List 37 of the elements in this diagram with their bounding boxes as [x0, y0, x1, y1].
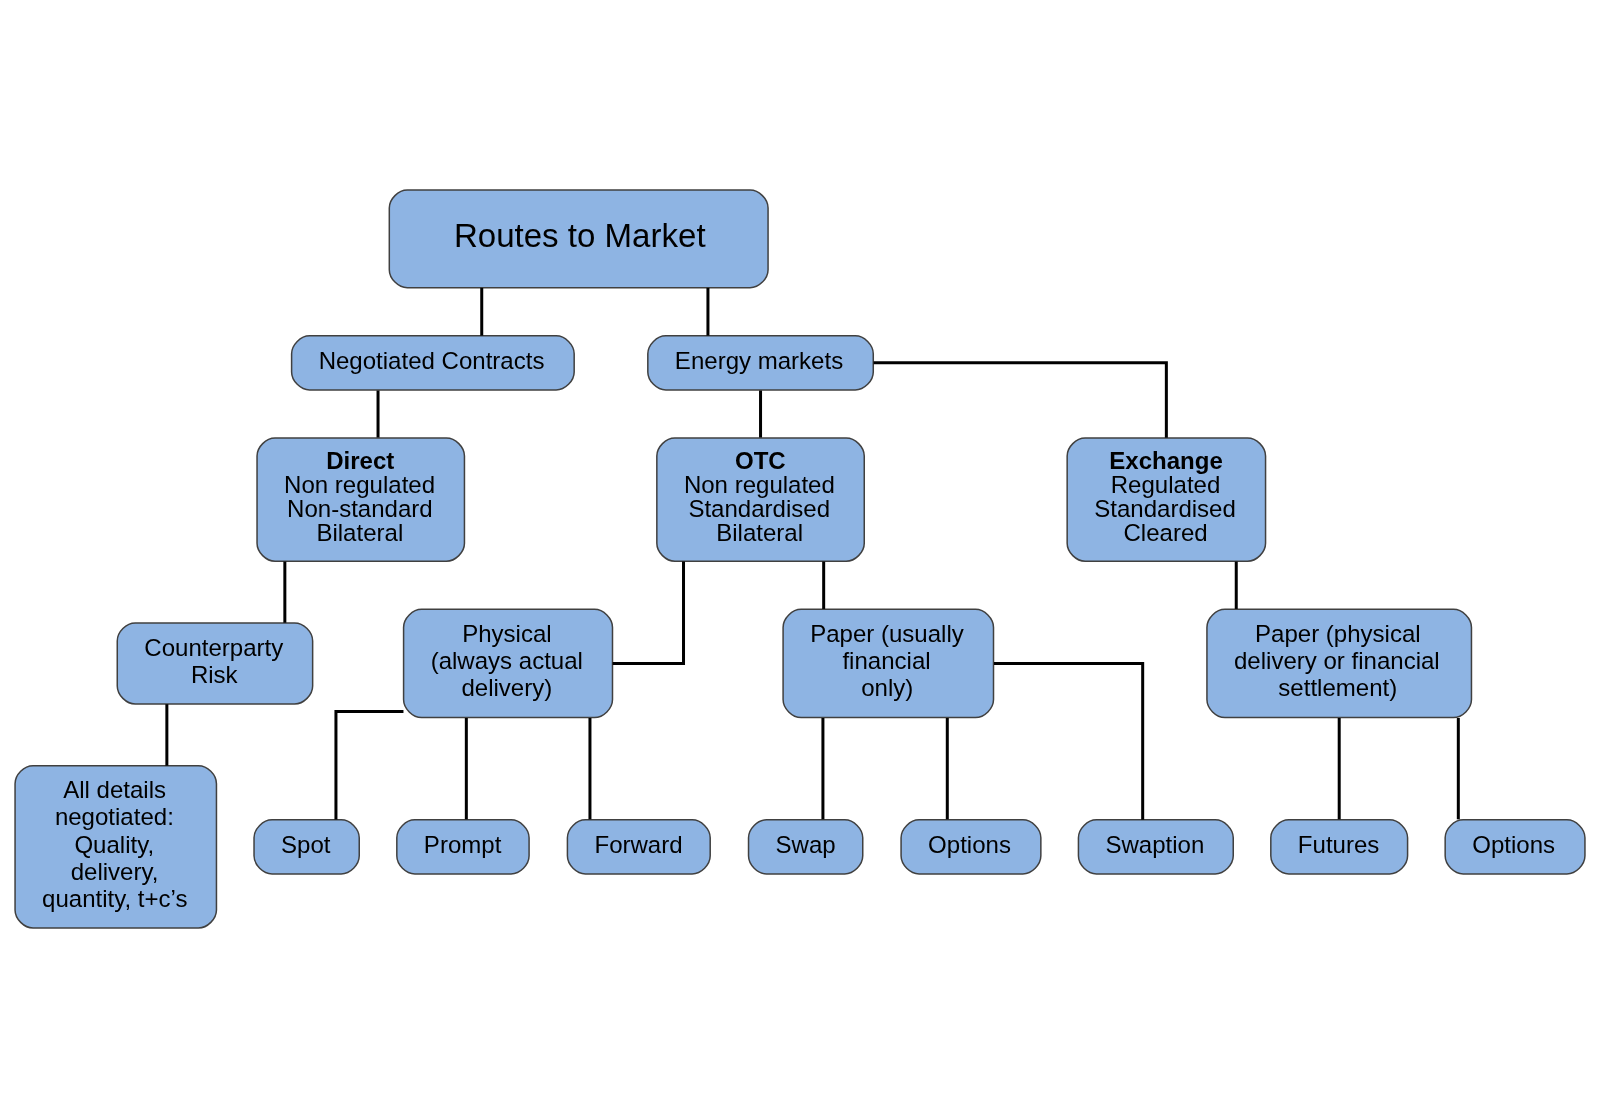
connector	[759, 390, 763, 438]
node-box: All details negotiated: Quality, delivery, quantity, t+c’s	[14, 764, 218, 929]
connector	[165, 703, 169, 766]
connector	[612, 561, 686, 665]
connector	[821, 717, 825, 819]
node-box: Options	[900, 818, 1042, 875]
connector	[1456, 717, 1460, 819]
node-box: Exchange Regulated Standardised Cleared	[1066, 436, 1267, 562]
connector	[994, 661, 1145, 820]
connector	[588, 717, 592, 819]
connector	[283, 561, 287, 623]
node-box: Swaption	[1077, 818, 1234, 875]
connector	[376, 390, 380, 438]
node-box: Counterparty Risk	[116, 621, 314, 705]
node-box: Physical (always actual delivery)	[402, 608, 614, 718]
node-box: OTC Non regulated Standardised Bilateral	[656, 436, 865, 562]
node-box: Paper (usually financial only)	[782, 608, 995, 718]
connector	[1234, 561, 1238, 609]
connector	[1337, 717, 1341, 819]
node-box: Swap	[747, 818, 864, 875]
node-box: Forward	[566, 818, 711, 875]
node-box: Futures	[1270, 818, 1409, 875]
node-box: Options	[1444, 818, 1586, 875]
node-box: Routes to Market	[388, 188, 769, 288]
connector	[480, 287, 484, 336]
connector	[873, 360, 1168, 438]
connector	[822, 561, 826, 609]
node-box: Energy markets	[647, 334, 874, 391]
node-box: Paper (physical delivery or financial settlement)	[1206, 608, 1473, 718]
connector	[334, 709, 404, 819]
connector	[706, 287, 710, 336]
node-box: Spot	[253, 818, 360, 875]
node-box: Direct Non regulated Non-standard Bilateral	[256, 436, 466, 562]
node-box: Negotiated Contracts	[290, 334, 575, 391]
connector	[945, 717, 949, 819]
connector	[464, 717, 468, 819]
node-box: Prompt	[396, 818, 530, 875]
